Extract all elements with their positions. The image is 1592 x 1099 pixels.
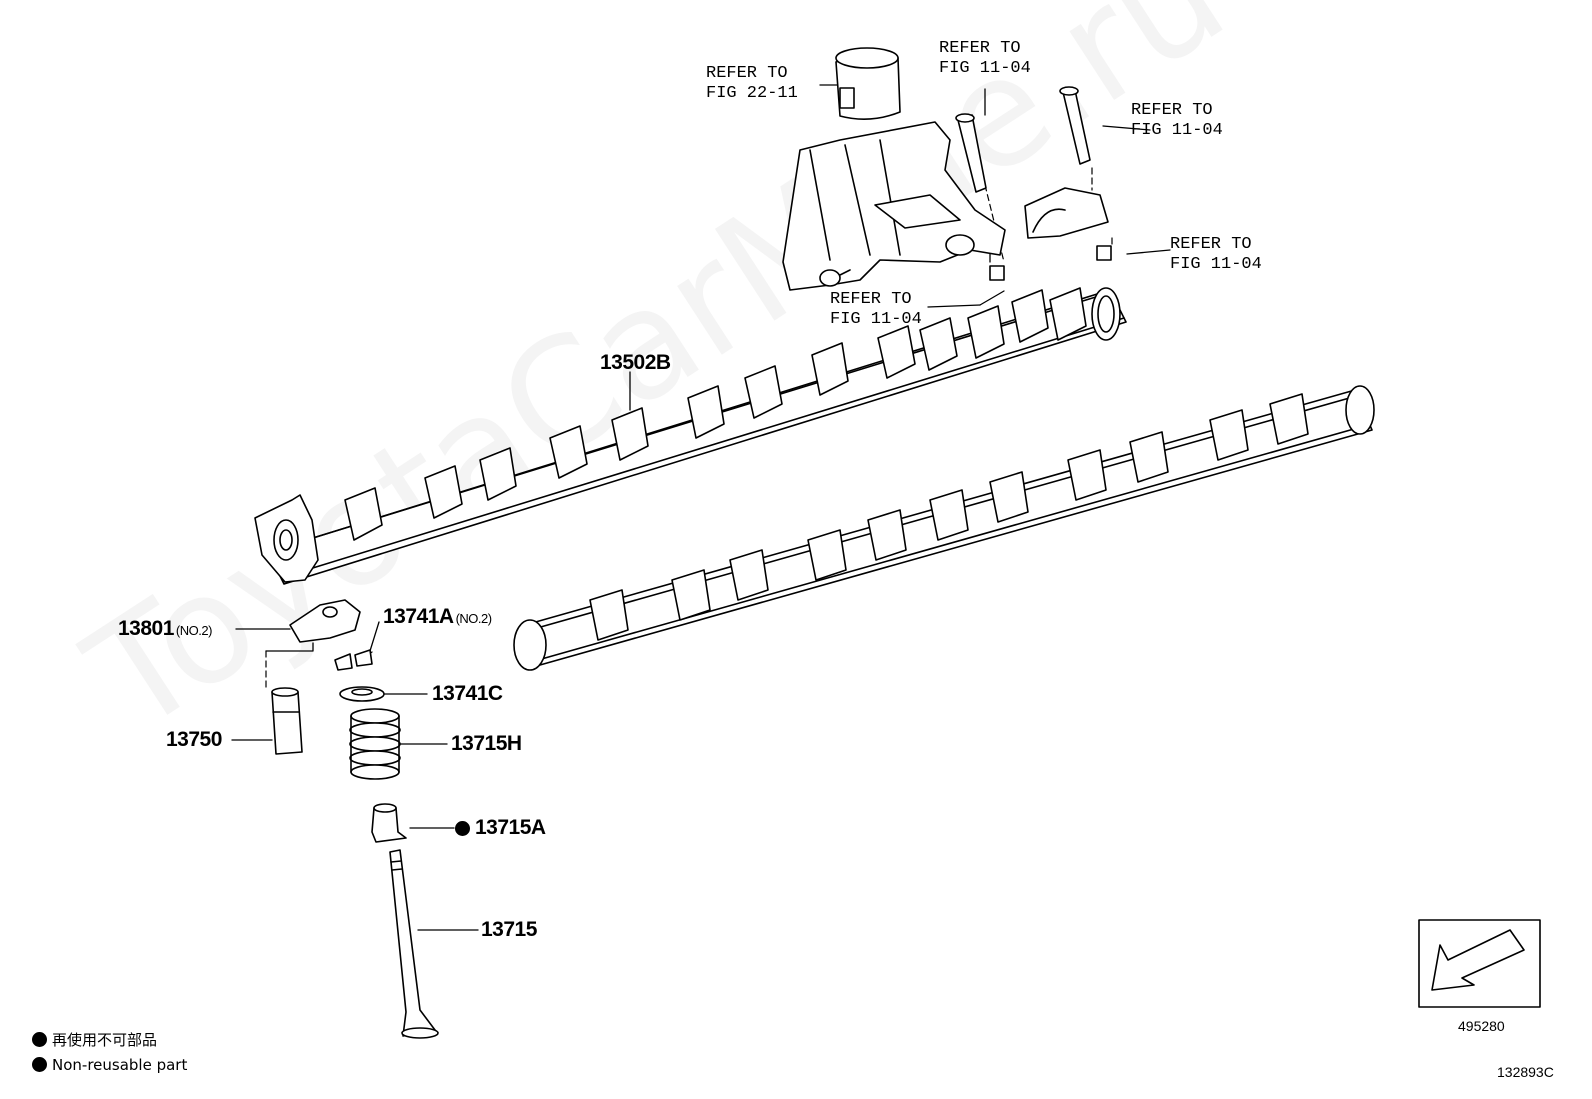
part-label-13502b: 13502B	[600, 351, 671, 374]
refer-line1: REFER TO	[1170, 235, 1252, 254]
part-label-13715h: 13715H	[451, 732, 522, 755]
refer-line2: FIG 11-04	[939, 59, 1031, 78]
refer-label-fig-22-11: REFER TO FIG 22-11	[706, 64, 798, 104]
refer-line1: REFER TO	[1131, 101, 1213, 120]
part-label-13741a: 13741A(NO.2)	[383, 606, 492, 627]
direction-box	[1418, 919, 1541, 1008]
rocker-arm	[289, 599, 361, 643]
refer-line2: FIG 11-04	[830, 310, 922, 329]
refer-label-fig-11-04-bolt-right: REFER TO FIG 11-04	[1131, 101, 1223, 141]
refer-line2: FIG 11-04	[1170, 255, 1262, 274]
refer-label-fig-11-04-dowel-left: REFER TO FIG 11-04	[830, 290, 922, 330]
legend-japanese: 再使用不可部品	[32, 1032, 157, 1048]
legend-dot-icon	[32, 1057, 47, 1072]
part-number-13715a: 13715A	[475, 816, 546, 839]
valve-spring	[349, 708, 401, 780]
refer-label-fig-11-04-dowel-right: REFER TO FIG 11-04	[1170, 235, 1262, 275]
part-number-13801: 13801	[118, 617, 174, 640]
valve-stem-seal	[371, 803, 407, 843]
part-note-13801: (NO.2)	[175, 623, 213, 638]
figure-code: 132893C	[1497, 1064, 1554, 1080]
camshaft-upper	[254, 287, 1127, 585]
camshaft-lower	[513, 385, 1375, 671]
dowel-2	[1096, 245, 1112, 261]
legend-english: Non-reusable part	[32, 1057, 187, 1073]
cam-lobes-lower	[589, 393, 1309, 641]
part-label-13715: 13715	[481, 918, 537, 941]
direction-box-code: 495280	[1458, 1018, 1505, 1034]
spring-retainer	[339, 686, 385, 702]
lash-adjuster	[271, 687, 303, 755]
leader-lines	[231, 84, 1171, 931]
refer-line1: REFER TO	[830, 290, 912, 309]
part-note-13741a: (NO.2)	[455, 611, 493, 626]
actuator-cup	[835, 47, 901, 120]
legend-japanese-text: 再使用不可部品	[52, 1031, 158, 1049]
legend-dot-icon	[32, 1032, 47, 1047]
part-label-13801: 13801(NO.2)	[118, 618, 212, 639]
part-number-13741a: 13741A	[383, 605, 454, 628]
valve	[389, 849, 439, 1039]
cam-lobes-upper	[344, 287, 1087, 541]
bolts	[955, 86, 1091, 193]
refer-line2: FIG 11-04	[1131, 121, 1223, 140]
part-label-13715a: 13715A	[455, 817, 546, 838]
refer-line1: REFER TO	[706, 64, 788, 83]
part-label-13741c: 13741C	[432, 682, 503, 705]
dowel-1	[989, 265, 1005, 281]
valve-keepers	[334, 649, 373, 671]
bearing-cap-right	[1024, 187, 1109, 239]
non-reusable-dot-icon	[455, 821, 470, 836]
refer-line2: FIG 22-11	[706, 84, 798, 103]
legend-english-text: Non-reusable part	[52, 1056, 188, 1074]
bearing-housing	[782, 121, 1006, 291]
refer-line1: REFER TO	[939, 39, 1021, 58]
refer-label-fig-11-04-bolt-left: REFER TO FIG 11-04	[939, 39, 1031, 79]
part-label-13750: 13750	[166, 728, 222, 751]
